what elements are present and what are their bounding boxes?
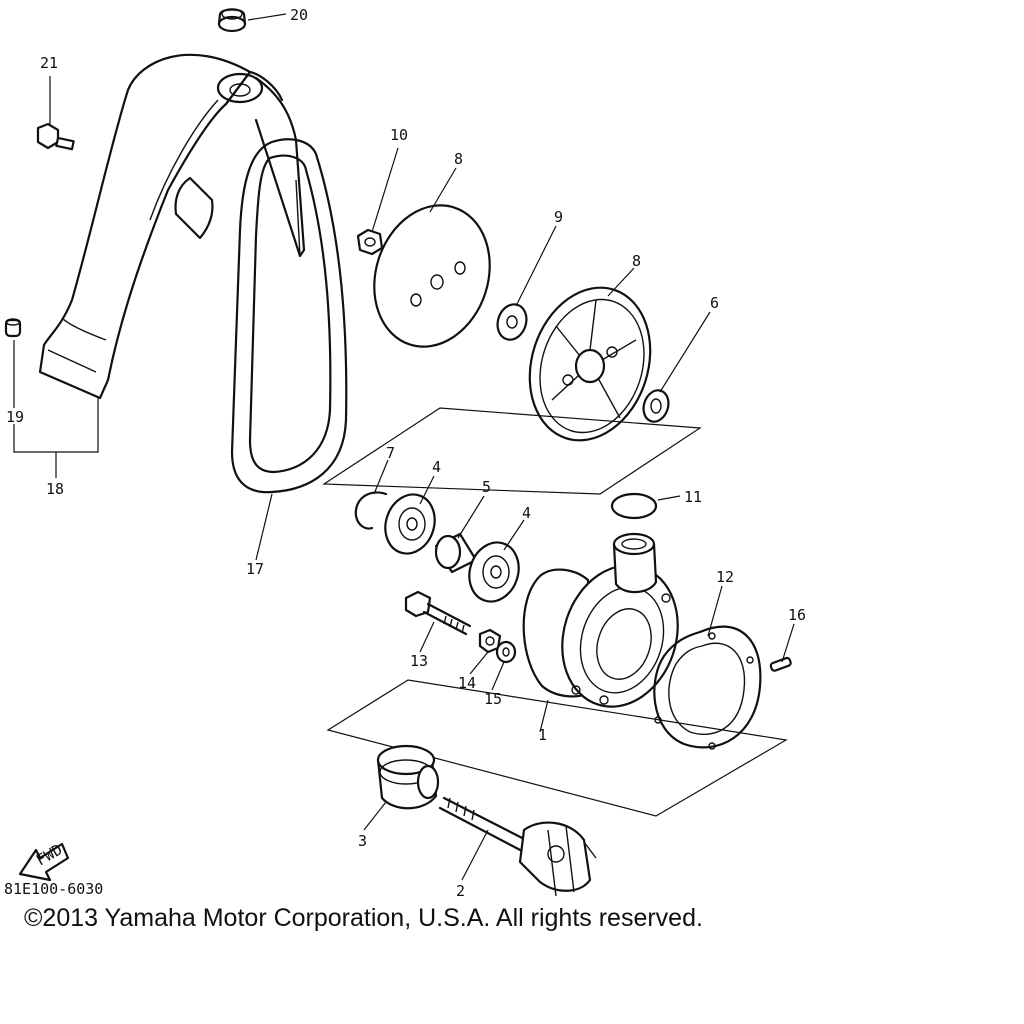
circlip-7 [354,491,388,530]
callout-12: 12 [716,568,734,586]
callout-19: 19 [6,408,24,426]
callout-15: 15 [484,690,502,708]
washer-9 [496,303,528,341]
callout-17: 17 [246,560,264,578]
grommet [217,8,247,33]
pulley-half-rear [528,286,652,442]
callout-1: 1 [538,726,547,744]
callout-4b: 4 [522,504,531,522]
belt-cover [38,53,306,400]
callout-16: 16 [788,606,806,624]
bolt-13 [404,590,472,636]
copyright-notice: ©2013 Yamaha Motor Corporation, U.S.A. A… [24,904,703,932]
pump-housing [522,532,679,708]
callout-11: 11 [684,488,702,506]
callout-9: 9 [554,208,563,226]
bearing-4-left [384,493,436,555]
o-ring-11 [610,492,658,520]
callout-2: 2 [456,882,465,900]
callout-21: 21 [40,54,58,72]
collar-19 [4,318,22,338]
nut-10 [356,228,384,256]
seal-3 [376,744,440,810]
callout-13: 13 [410,652,428,670]
callout-8a: 8 [454,150,463,168]
pulley-half-front [373,204,491,348]
leader-lines [13,13,795,881]
callout-5: 5 [482,478,491,496]
callout-6: 6 [710,294,719,312]
bearing-4-right [468,541,520,603]
bolt-21 [36,122,75,151]
callout-10: 10 [390,126,408,144]
group-outline-upper [322,407,702,495]
callout-8b: 8 [632,252,641,270]
gasket-12 [653,625,762,750]
callout-7: 7 [386,444,395,462]
callout-14: 14 [458,674,476,692]
forward-arrow-icon: FWD [18,840,70,882]
impeller-shaft-2 [438,796,597,897]
callout-20: 20 [290,6,308,24]
group-outline-lower [326,679,788,817]
collar-6 [642,389,670,423]
washer-15 [495,640,517,664]
callout-18: 18 [46,480,64,498]
drawing-code: 81E100-6030 [4,880,103,898]
dowel-pin-16 [769,656,792,672]
callout-4a: 4 [432,458,441,476]
callout-numbers: 1 2 3 4 4 5 6 7 8 8 9 10 11 12 13 14 15 … [6,6,806,900]
v-belt [230,138,348,494]
callout-3: 3 [358,832,367,850]
